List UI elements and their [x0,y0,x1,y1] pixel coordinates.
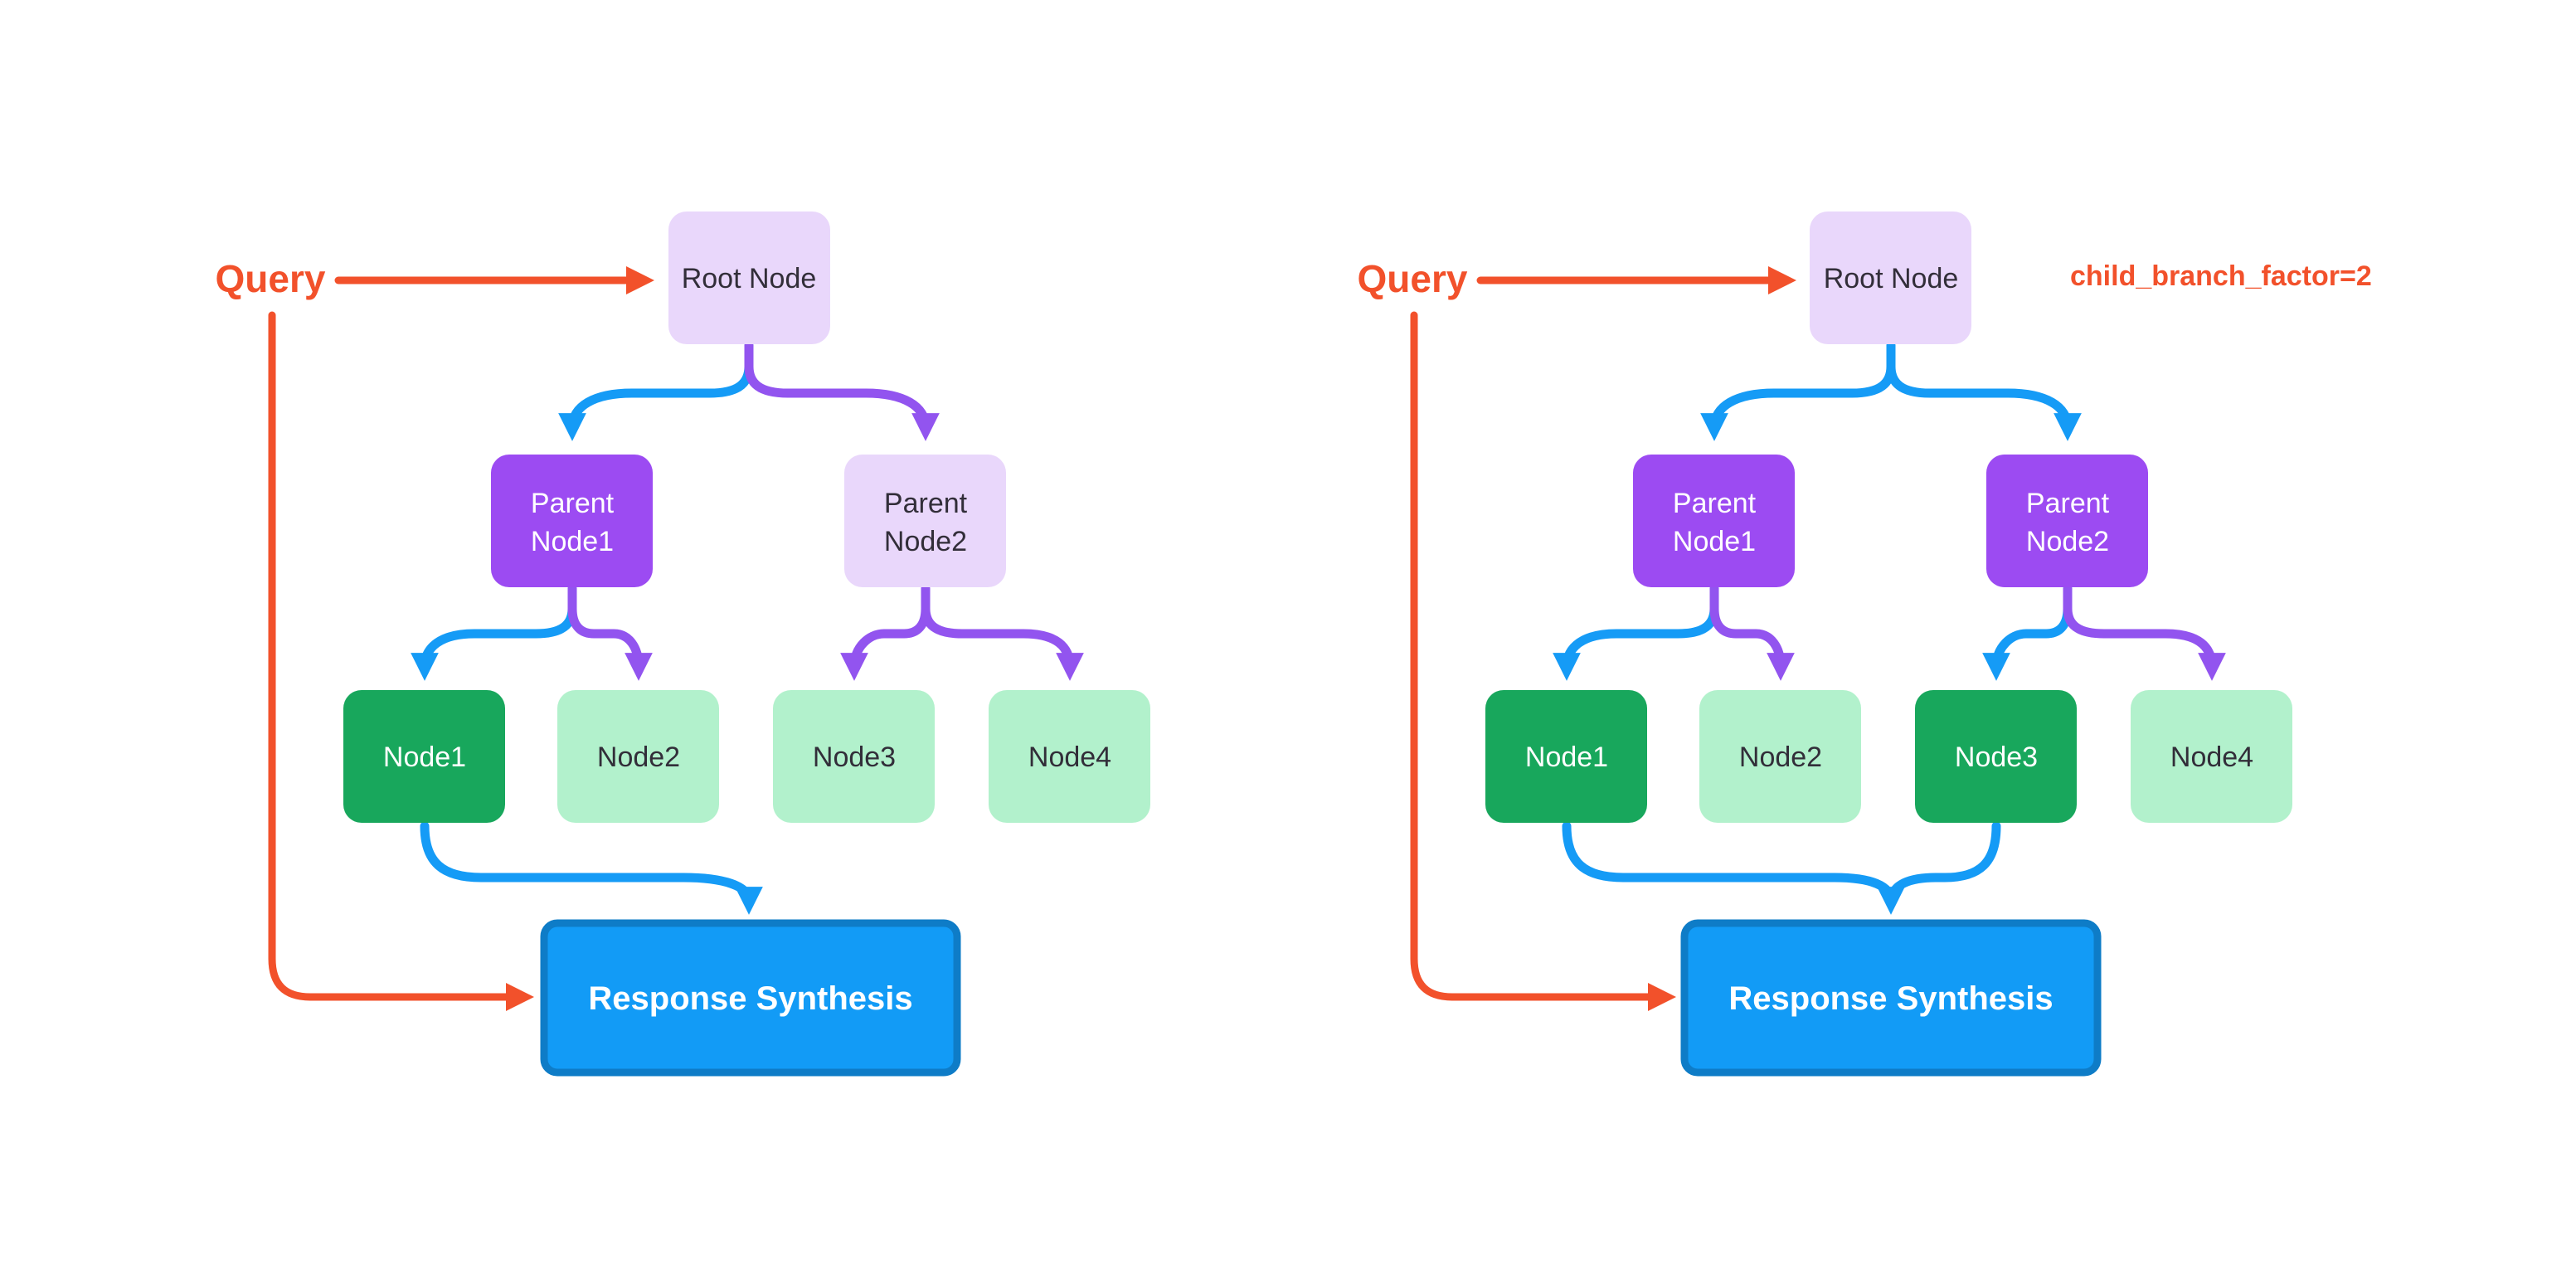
response-synthesis-label: Response Synthesis [588,980,912,1017]
parent-node2-box: Parent Node2 [844,455,1006,587]
parent-node1-label-line2: Node1 [531,526,614,557]
response-synthesis-box: Response Synthesis [1680,919,2102,1077]
edge-parent1-to-node2 [1709,584,1795,681]
response-synthesis-label: Response Synthesis [1728,980,2053,1017]
response-synthesis-box: Response Synthesis [540,919,961,1077]
edge-parent2-to-node4 [921,584,1084,681]
query-label: Query [1358,257,1468,300]
parent-node2-label-line2: Node2 [884,526,967,557]
edge-parent2-to-node3 [840,584,931,681]
leaf-node2-label: Node2 [597,742,680,773]
root-node-box: Root Node [1810,212,1971,344]
leaf-node4-box: Node4 [989,690,1150,823]
edge-parent1-to-node2 [567,584,653,681]
leaf-node3-label: Node3 [813,742,896,773]
query-to-synthesis-arrow [1410,311,1677,1012]
parent-node1-label-line2: Node1 [1673,526,1756,557]
leaf-node3-box: Node3 [773,690,935,823]
parent-node1-label-line1: Parent [1673,488,1757,519]
leaf-node1-box: Node1 [343,690,505,823]
edge-parent1-to-node1 [411,584,577,681]
leaf-node2-box: Node2 [557,690,719,823]
root-node-label: Root Node [1824,263,1959,294]
diagram-default: Query Root Node Parent Node1 Parent Node… [216,212,1150,1077]
root-node-box: Root Node [668,212,830,344]
leaf-node1-label: Node1 [383,742,466,773]
leaf-node1-label: Node1 [1525,742,1608,773]
edge-node1-to-synthesis [1562,821,1905,915]
leaf-node3-label: Node3 [1955,742,2038,773]
parent-node2-label-line2: Node2 [2026,526,2109,557]
edge-node1-to-synthesis [420,821,763,915]
edge-root-to-parent2 [744,341,940,441]
leaf-node4-label: Node4 [1028,742,1111,773]
leaf-node1-box: Node1 [1485,690,1647,823]
edge-root-to-parent1 [1700,341,1896,441]
query-label: Query [216,257,326,300]
leaf-node3-box: Node3 [1915,690,2077,823]
leaf-node4-label: Node4 [2170,742,2253,773]
edge-node3-to-synthesis [1888,821,2001,901]
query-to-synthesis-arrow [268,311,535,1012]
parent-node2-box: Parent Node2 [1986,455,2148,587]
leaf-node2-label: Node2 [1739,742,1822,773]
leaf-node2-box: Node2 [1699,690,1861,823]
annotation-child-branch-factor: child_branch_factor=2 [2070,260,2372,292]
edge-root-to-parent2 [1886,341,2082,441]
root-node-label: Root Node [682,263,817,294]
leaf-node4-box: Node4 [2131,690,2292,823]
parent-node1-label-line1: Parent [531,488,615,519]
parent-node1-box: Parent Node1 [1633,455,1795,587]
parent-node1-box: Parent Node1 [491,455,653,587]
edge-root-to-parent1 [558,341,754,441]
edge-parent2-to-node4 [2063,584,2226,681]
parent-node2-label-line1: Parent [884,488,968,519]
edge-parent2-to-node3 [1982,584,2073,681]
diagram-child-branch-factor-2: Query child_branch_factor=2 Root Node Pa… [1358,212,2372,1077]
parent-node2-label-line1: Parent [2026,488,2110,519]
edge-parent1-to-node1 [1553,584,1719,681]
